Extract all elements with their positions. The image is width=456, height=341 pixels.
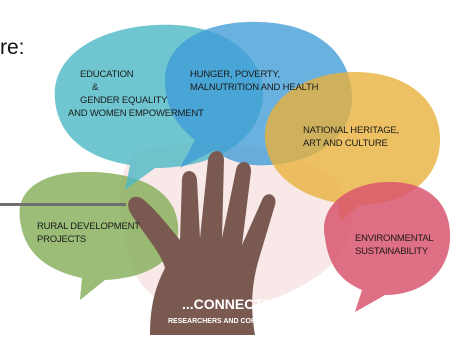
truncated-heading: re: bbox=[0, 36, 25, 59]
hand-title: ...CONNECTING bbox=[182, 296, 288, 312]
divider-line bbox=[0, 203, 126, 206]
hand-subtitle: RESEARCHERS AND CORPORATES bbox=[168, 318, 290, 325]
environment-bubble bbox=[324, 182, 451, 312]
environment-label: ENVIRONMENTAL SUSTAINABILITY bbox=[355, 233, 434, 257]
rural-label: RURAL DEVELOPMENT PROJECTS bbox=[37, 221, 140, 245]
hunger-label: HUNGER, POVERTY, MALNUTRITION AND HEALTH bbox=[190, 69, 319, 93]
hand-shape bbox=[128, 151, 276, 335]
heritage-label: NATIONAL HERITAGE, ART AND CULTURE bbox=[303, 125, 399, 149]
education-label: EDUCATION & GENDER EQUALITY AND WOMEN EM… bbox=[68, 69, 204, 119]
